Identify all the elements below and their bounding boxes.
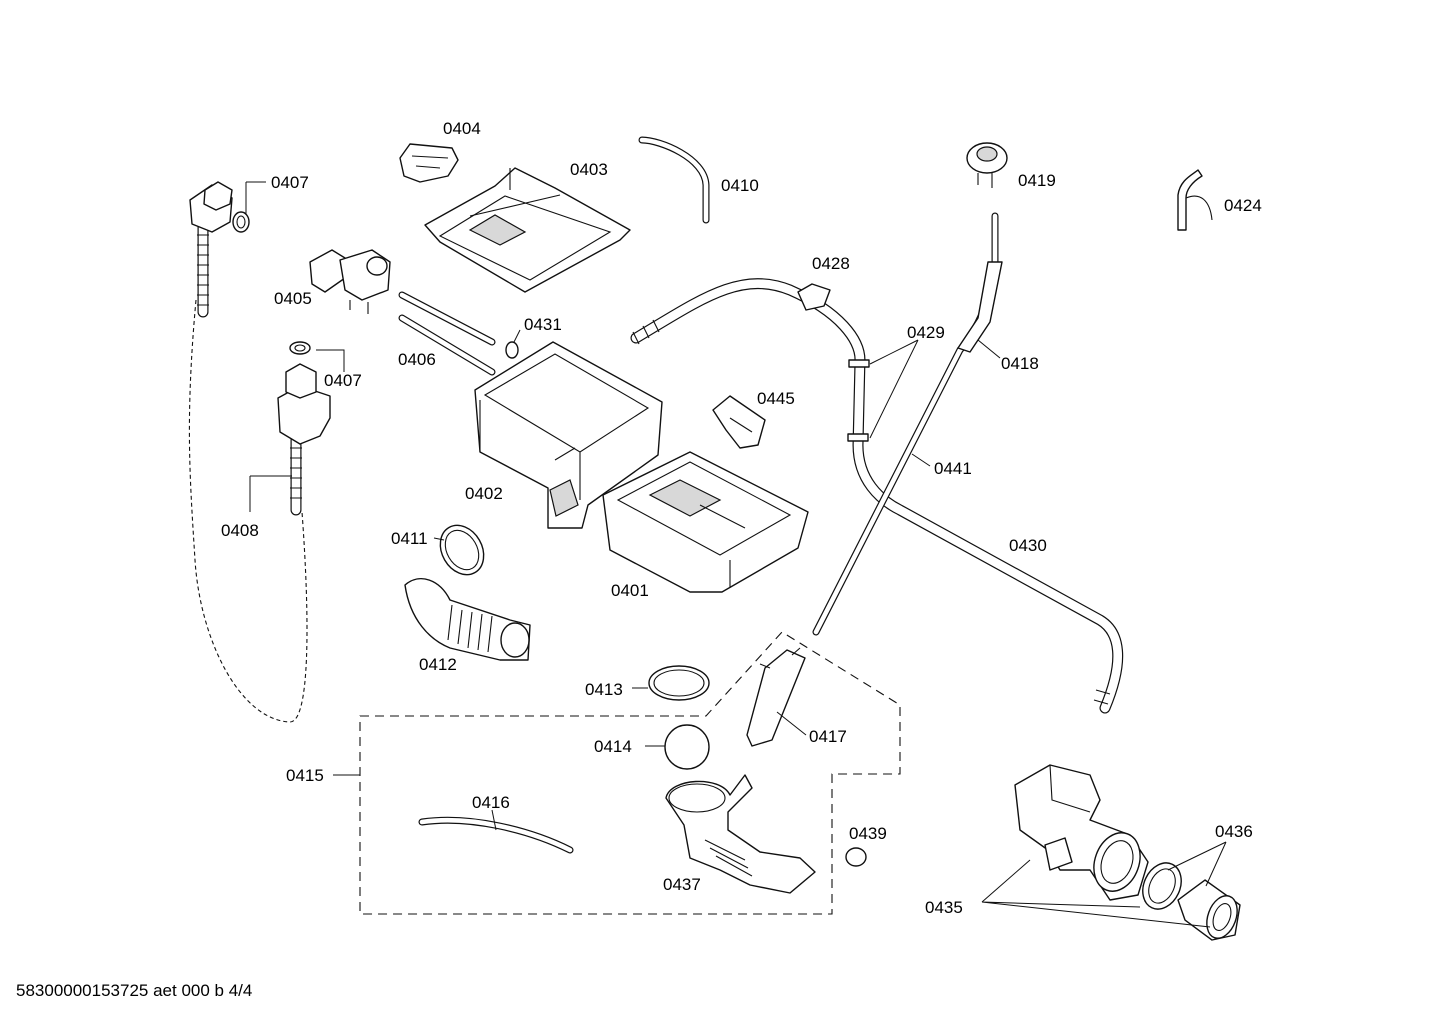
label-0424: 0424 <box>1224 196 1262 215</box>
label-0411: 0411 <box>391 529 428 548</box>
label-0413: 0413 <box>585 680 623 699</box>
label-0403: 0403 <box>570 160 608 179</box>
label-0415: 0415 <box>286 766 324 785</box>
label-0435: 0435 <box>925 898 963 917</box>
label-0414: 0414 <box>594 737 632 756</box>
hose-holder-part[interactable] <box>847 359 870 442</box>
connecting-tubes-part[interactable] <box>398 291 496 376</box>
dispenser-housing-part[interactable] <box>474 341 663 529</box>
gasket-ring-part[interactable] <box>648 665 710 701</box>
hose-bracket-part[interactable] <box>1177 169 1213 231</box>
label-0412: 0412 <box>419 655 457 674</box>
seal-ring-part[interactable] <box>432 517 493 582</box>
label-0437: 0437 <box>663 875 701 894</box>
drain-pump-part[interactable] <box>1014 764 1149 901</box>
dispenser-frame-part[interactable] <box>424 167 631 293</box>
label-0402: 0402 <box>465 484 503 503</box>
label-0441: 0441 <box>934 459 972 478</box>
solenoid-valve-part[interactable] <box>309 249 391 314</box>
assembly-group-outline <box>359 631 901 915</box>
label-0416: 0416 <box>472 793 510 812</box>
label-0436: 0436 <box>1215 822 1253 841</box>
hose-clip-part[interactable] <box>505 341 519 359</box>
label-0404: 0404 <box>443 119 481 138</box>
dispenser-bracket-part[interactable] <box>399 143 459 183</box>
pressure-chamber-part[interactable] <box>746 647 806 747</box>
sump-hose-part[interactable] <box>665 774 816 894</box>
label-0407-bottom: 0407 <box>324 371 362 390</box>
siphon-insert-part[interactable] <box>712 395 766 449</box>
label-0445: 0445 <box>757 389 795 408</box>
connecting-bellows-part[interactable] <box>404 578 531 661</box>
label-0410: 0410 <box>721 176 759 195</box>
pressure-hose-part[interactable] <box>812 212 1003 636</box>
label-0405: 0405 <box>274 289 312 308</box>
pump-filter-part[interactable] <box>1177 879 1243 942</box>
label-0431: 0431 <box>524 315 562 334</box>
inlet-hose-part[interactable] <box>188 181 331 723</box>
ball-valve-part[interactable] <box>664 724 710 770</box>
hose-clamp-part[interactable] <box>845 847 867 867</box>
label-0408: 0408 <box>221 521 259 540</box>
label-0430: 0430 <box>1009 536 1047 555</box>
label-0417: 0417 <box>809 727 847 746</box>
label-0407-top: 0407 <box>271 173 309 192</box>
detergent-drawer-part[interactable] <box>602 451 809 593</box>
pressure-switch-part[interactable] <box>966 142 1008 188</box>
label-0401: 0401 <box>611 581 649 600</box>
label-0419: 0419 <box>1018 171 1056 190</box>
drawing-code: 58300000153725 aet 000 b 4/4 <box>16 981 253 1000</box>
vent-tube-part[interactable] <box>638 136 710 224</box>
label-0418: 0418 <box>1001 354 1039 373</box>
label-0429: 0429 <box>907 323 945 342</box>
small-hose-part[interactable] <box>418 816 574 854</box>
label-0406: 0406 <box>398 350 436 369</box>
pump-seal-part[interactable] <box>1136 857 1189 916</box>
label-0428: 0428 <box>812 254 850 273</box>
label-0439: 0439 <box>849 824 887 843</box>
